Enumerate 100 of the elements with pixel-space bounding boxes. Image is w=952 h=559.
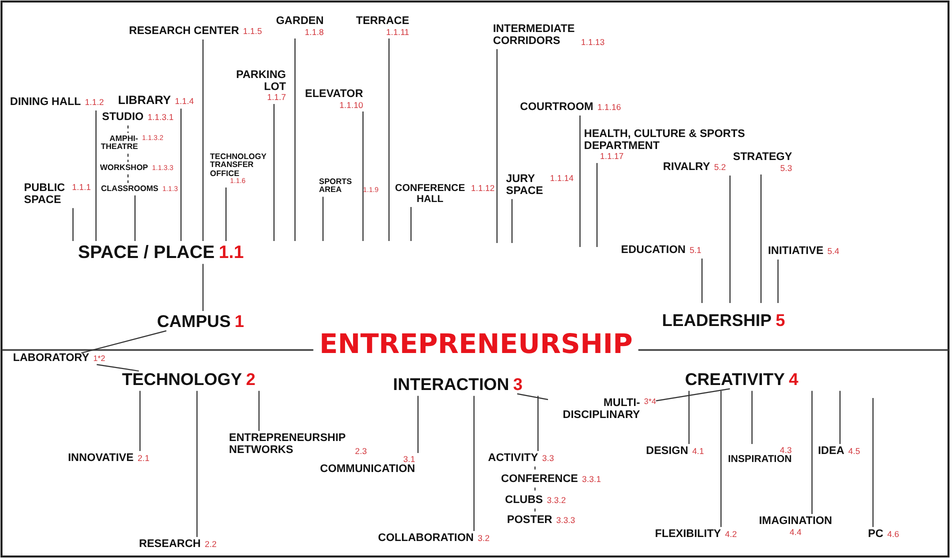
item-label: STRATEGY bbox=[733, 152, 792, 164]
connector-line bbox=[534, 488, 536, 493]
category-heading: TECHNOLOGY bbox=[122, 371, 242, 389]
item-number: 4 bbox=[788, 371, 798, 389]
connector-line bbox=[410, 207, 412, 241]
connector-line bbox=[729, 176, 731, 303]
item-label: INSPIRATION bbox=[728, 454, 792, 466]
item-label: DESIGN bbox=[646, 446, 688, 458]
item-label: IDEA bbox=[818, 446, 844, 458]
item-number: 1.1.12 bbox=[471, 184, 495, 193]
connector-line bbox=[777, 260, 779, 303]
item-label: WORKSHOP bbox=[100, 164, 148, 172]
item-number: 3.3 bbox=[542, 454, 554, 463]
item-number: 1.1.10 bbox=[339, 100, 364, 110]
connector-line bbox=[225, 188, 227, 241]
item-label: ACTIVITY bbox=[488, 453, 538, 465]
connector-line bbox=[534, 508, 536, 513]
item-number: 3.3.2 bbox=[546, 496, 566, 505]
item-label: RESEARCH CENTER bbox=[129, 26, 240, 38]
connector-line bbox=[202, 40, 204, 241]
item-label: GARDEN bbox=[276, 16, 324, 28]
connector-line bbox=[517, 393, 548, 400]
item-label: IMAGINATION bbox=[759, 516, 832, 528]
connector-line bbox=[96, 364, 139, 372]
connector-line bbox=[95, 110, 97, 241]
connector-line bbox=[180, 108, 182, 241]
item-label: MULTI- DISCIPLINARY bbox=[562, 398, 640, 422]
item-number: 1.1 bbox=[218, 243, 244, 262]
connector-line bbox=[127, 174, 129, 183]
connector-line bbox=[511, 199, 513, 243]
connector-line bbox=[534, 466, 536, 472]
connector-line bbox=[579, 116, 581, 247]
item-label: RESEARCH bbox=[139, 539, 201, 551]
item-number: 1.1.13 bbox=[581, 38, 605, 48]
category-heading: CAMPUS bbox=[157, 313, 231, 331]
item-number: 1.1.11 bbox=[386, 28, 410, 36]
item-label: RIVALRY bbox=[663, 162, 710, 174]
item-number: 3.1 bbox=[403, 455, 416, 464]
connector-line bbox=[202, 264, 204, 311]
connector-line bbox=[839, 390, 841, 444]
item-number: 1.1.3.1 bbox=[148, 113, 174, 122]
item-label: INITIATIVE bbox=[768, 246, 824, 258]
item-label: LIBRARY bbox=[118, 94, 171, 107]
connector-line bbox=[196, 390, 198, 537]
connector-line bbox=[596, 163, 598, 247]
item-label: PUBLIC SPACE bbox=[24, 183, 66, 206]
item-label: PARKING LOT bbox=[235, 70, 286, 94]
item-label: COURTROOM bbox=[520, 102, 594, 114]
item-number: 1.1.2 bbox=[84, 98, 104, 107]
item-number: 4.2 bbox=[725, 530, 737, 539]
item-label: DINING HALL bbox=[10, 97, 81, 109]
connector-line bbox=[537, 396, 539, 451]
connector-line bbox=[701, 258, 703, 303]
item-label: COMMUNICATION bbox=[320, 464, 416, 476]
connector-line bbox=[127, 154, 129, 162]
connector-line bbox=[417, 396, 419, 453]
item-number: 4.3 bbox=[780, 446, 792, 455]
connector-line bbox=[688, 390, 690, 444]
category-heading: INTERACTION bbox=[393, 376, 510, 394]
item-label: COLLABORATION bbox=[378, 533, 474, 545]
item-label: JURY SPACE bbox=[506, 174, 544, 198]
connector-line bbox=[751, 390, 753, 444]
item-number: 1.1.5 bbox=[243, 27, 262, 36]
item-label: CLUBS bbox=[505, 495, 543, 507]
connector-line bbox=[811, 390, 813, 514]
item-label: CONFERENCE bbox=[501, 474, 578, 486]
connector-line bbox=[760, 174, 762, 303]
item-label: CONFERENCE HALL bbox=[394, 184, 466, 205]
item-number: 4.1 bbox=[692, 447, 704, 456]
item-label: TERRACE bbox=[356, 16, 410, 28]
connector-line bbox=[127, 126, 129, 133]
item-label: PC bbox=[868, 529, 884, 541]
item-label: AMPHI- THEATRE bbox=[100, 135, 138, 152]
connector-line bbox=[362, 111, 364, 241]
item-number: 2.1 bbox=[138, 454, 150, 463]
item-number: 3 bbox=[513, 376, 523, 394]
connector-line bbox=[294, 38, 296, 241]
item-number: 4.4 bbox=[790, 528, 802, 536]
category-heading: SPACE / PLACE bbox=[78, 243, 215, 262]
item-number: 4.6 bbox=[887, 530, 900, 539]
item-label: ENTREPRENEURSHIP NETWORKS bbox=[229, 433, 347, 456]
item-number: 1 bbox=[234, 313, 244, 331]
item-number: 1*2 bbox=[93, 355, 106, 364]
connector-line bbox=[322, 196, 324, 241]
connector-line bbox=[872, 398, 874, 527]
item-label: FLEXIBILITY bbox=[655, 529, 721, 541]
item-label: ELEVATOR bbox=[305, 89, 364, 101]
item-label: STUDIO bbox=[102, 112, 144, 124]
item-number: 2.2 bbox=[204, 540, 217, 549]
connector-line bbox=[258, 390, 260, 431]
item-number: 3.3.1 bbox=[582, 475, 601, 484]
item-label: SPORTS AREA bbox=[319, 178, 353, 195]
item-label: TECHNOLOGY TRANSFER OFFICE bbox=[210, 153, 268, 178]
category-heading: CREATIVITY bbox=[685, 371, 785, 389]
item-number: 2.3 bbox=[355, 447, 367, 456]
connector-line bbox=[656, 388, 730, 402]
item-number: 1.1.14 bbox=[550, 174, 574, 183]
item-number: 3.2 bbox=[478, 534, 490, 543]
item-number: 3*4 bbox=[644, 398, 656, 406]
item-label: INNOVATIVE bbox=[68, 453, 134, 465]
